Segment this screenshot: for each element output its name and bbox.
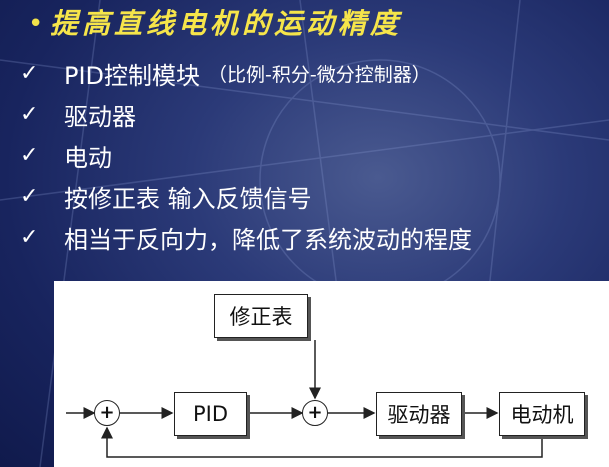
sum-symbol: + — [307, 402, 323, 423]
slide-title: • 提高直线电机的运动精度 — [28, 6, 402, 42]
check-icon: ✓ — [20, 225, 39, 250]
bullet-list: ✓ PID控制模块 （比例-积分-微分控制器） ✓ 驱动器 ✓ 电动 ✓ 按修正… — [20, 53, 472, 258]
driver-block: 驱动器 — [376, 392, 462, 436]
list-item: ✓ 驱动器 — [20, 94, 472, 135]
driver-label: 驱动器 — [387, 403, 451, 427]
sum-symbol: + — [99, 402, 115, 423]
list-item: ✓ 按修正表 输入反馈信号 — [20, 176, 472, 217]
check-icon: ✓ — [20, 143, 39, 168]
pid-block: PID — [174, 392, 247, 436]
check-icon: ✓ — [20, 61, 39, 86]
bullet-text: 驱动器 — [64, 103, 136, 131]
bullet-text: 相当于反向力，降低了系统波动的程度 — [64, 226, 472, 254]
bullet-text: PID控制模块 — [64, 62, 201, 90]
signal-wires — [66, 340, 543, 458]
motor-label: 电动机 — [510, 403, 574, 427]
title-bullet: • — [28, 9, 44, 39]
correction-table-block: 修正表 — [214, 294, 308, 338]
correction-table-label: 修正表 — [229, 305, 293, 329]
bullet-text: 按修正表 输入反馈信号 — [64, 185, 312, 213]
list-item: ✓ 相当于反向力，降低了系统波动的程度 — [20, 217, 472, 258]
pid-label: PID — [192, 402, 229, 426]
bullet-note: （比例-积分-微分控制器） — [208, 64, 431, 86]
feedback-wire — [101, 426, 543, 458]
control-block-diagram: 修正表 + PID + 驱动器 电动机 — [54, 281, 609, 467]
motor-block: 电动机 — [499, 392, 585, 436]
check-icon: ✓ — [20, 102, 39, 127]
title-text: 提高直线电机的运动精度 — [50, 7, 403, 40]
summing-junction-correction: + — [302, 400, 328, 426]
bullet-text: 电动 — [64, 144, 112, 172]
check-icon: ✓ — [20, 184, 39, 209]
list-item: ✓ 电动 — [20, 135, 472, 176]
list-item: ✓ PID控制模块 （比例-积分-微分控制器） — [20, 53, 472, 94]
summing-junction-input: + — [94, 400, 120, 426]
